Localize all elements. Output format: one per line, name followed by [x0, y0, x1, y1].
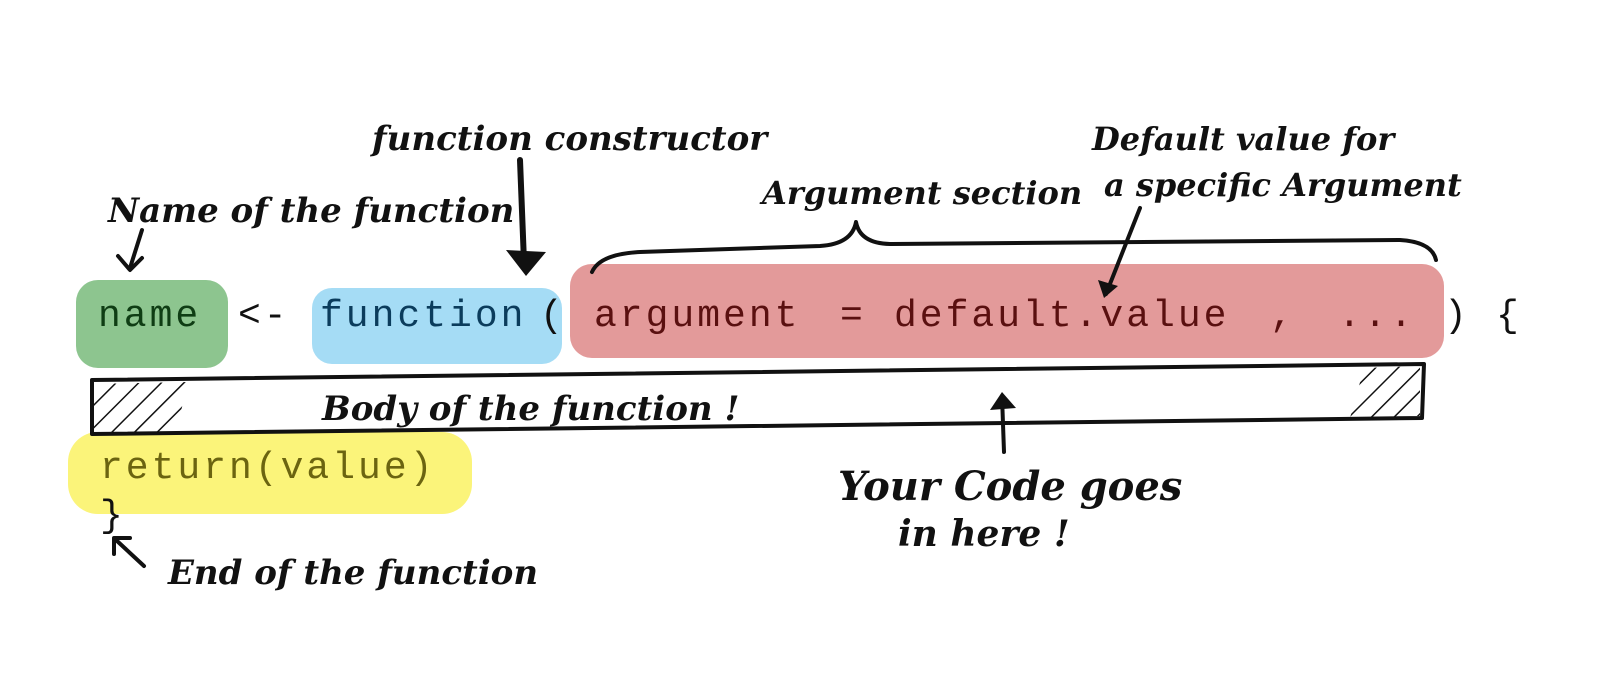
body-hatch-right [1350, 366, 1420, 418]
open-brace: { [1496, 295, 1522, 338]
annotation-default-value-2: a specific Argument [1104, 166, 1462, 204]
equals-sign: = [840, 295, 866, 338]
arrow-your-code [990, 392, 1016, 454]
comma: , [1270, 295, 1296, 338]
argument-token: argument [594, 295, 800, 338]
argument-brace [590, 220, 1438, 274]
annotation-default-value-1: Default value for [1091, 120, 1396, 158]
body-hatch-left [94, 382, 188, 432]
annotation-body-of-function: Body of the function ! [321, 389, 739, 429]
arrow-default-value [1098, 206, 1142, 298]
body-box [90, 362, 1426, 436]
return-highlight [68, 432, 472, 514]
default-value-token: default.value [894, 295, 1229, 338]
annotation-end-of-function: End of the function [167, 553, 538, 593]
argument-highlight [570, 264, 1444, 358]
annotation-function-constructor: function constructor [370, 119, 769, 159]
open-paren: ( [540, 295, 566, 338]
ellipsis-token: ... [1338, 295, 1415, 338]
assign-operator: <- [238, 295, 290, 338]
annotation-your-code-2: in here ! [898, 513, 1070, 555]
arrow-function-constructor [506, 157, 546, 276]
function-highlight [312, 288, 562, 364]
function-keyword: function [320, 295, 526, 338]
return-statement: return(value) [100, 447, 435, 490]
annotation-name-of-function: Name of the function [107, 191, 514, 231]
annotation-your-code-1: Your Code goes [838, 463, 1182, 510]
name-token: name [98, 295, 201, 338]
arrow-name [116, 228, 144, 272]
name-highlight [76, 280, 228, 368]
annotation-argument-section: Argument section [759, 174, 1082, 212]
arrow-end [112, 536, 146, 568]
close-paren: ) [1444, 295, 1470, 338]
close-brace: } [100, 495, 126, 538]
